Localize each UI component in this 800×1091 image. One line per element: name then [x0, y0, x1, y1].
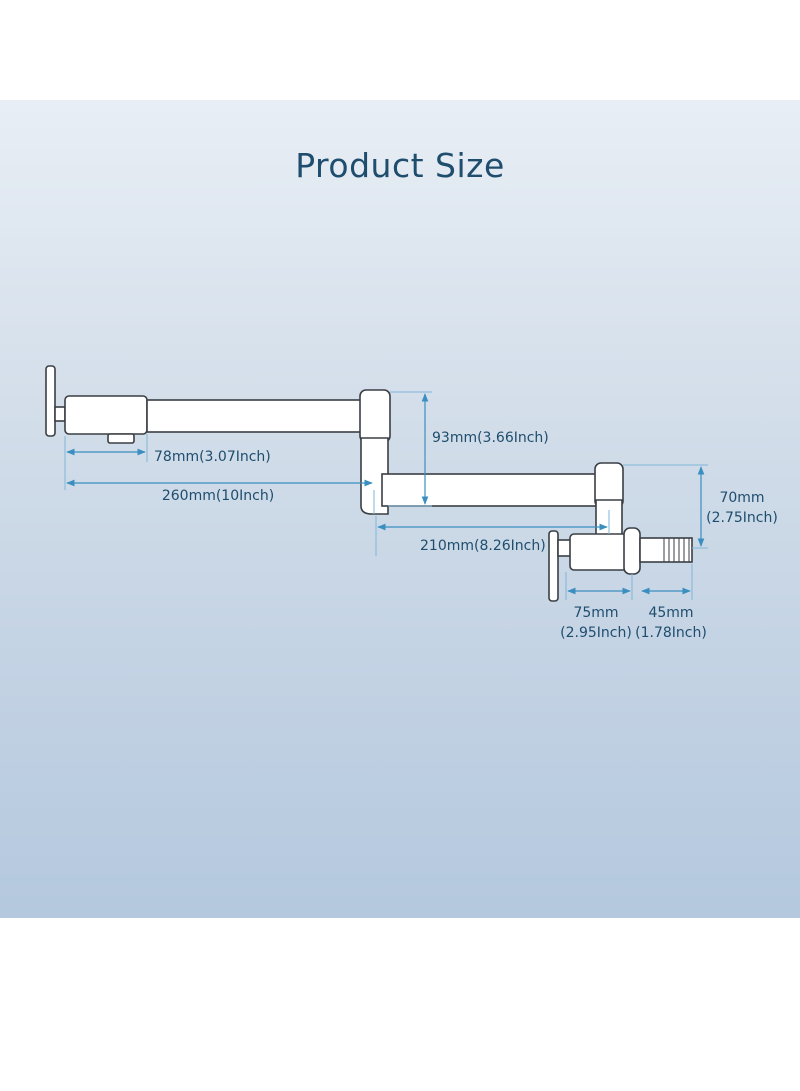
dim-total-length: 260mm(10Inch) [66, 479, 375, 514]
dim-valve-depth: 75mm (2.95Inch) [560, 572, 633, 641]
label-joint-height: 93mm(3.66Inch) [432, 430, 549, 446]
label-inlet-length-mm: 45mm [648, 605, 693, 621]
faucet-outline [45, 365, 693, 602]
lower-arm [381, 473, 605, 507]
label-valve-depth-in: (2.95Inch) [560, 625, 632, 641]
label-lower-arm: 210mm(8.26Inch) [420, 538, 546, 554]
dim-joint-height: 93mm(3.66Inch) [388, 391, 549, 507]
label-base-height-mm: 70mm [719, 490, 764, 506]
spout-nozzle [107, 433, 135, 444]
background-panel [0, 100, 800, 918]
spout-head [64, 395, 148, 435]
dim-lower-arm: 210mm(8.26Inch) [375, 510, 610, 556]
dim-base-height: 70mm (2.75Inch) [623, 464, 778, 549]
label-spout-segment: 78mm(3.07Inch) [154, 449, 271, 465]
page-title: Product Size [295, 146, 505, 185]
label-valve-depth-mm: 75mm [573, 605, 618, 621]
left-handle-stem [54, 406, 66, 422]
thread-lines [663, 538, 690, 562]
dim-inlet-length: 45mm (1.78Inch) [635, 564, 707, 641]
label-base-height-in: (2.75Inch) [706, 510, 778, 526]
valve-body [569, 533, 629, 571]
upper-arm [146, 399, 362, 433]
wall-flange [623, 527, 641, 575]
middle-joint-top [359, 389, 391, 443]
dim-spout-segment: 78mm(3.07Inch) [64, 434, 271, 490]
right-handle [548, 530, 559, 602]
label-total-length: 260mm(10Inch) [162, 488, 274, 504]
label-inlet-length-in: (1.78Inch) [635, 625, 707, 641]
left-handle [45, 365, 56, 437]
threaded-inlet [639, 537, 693, 563]
